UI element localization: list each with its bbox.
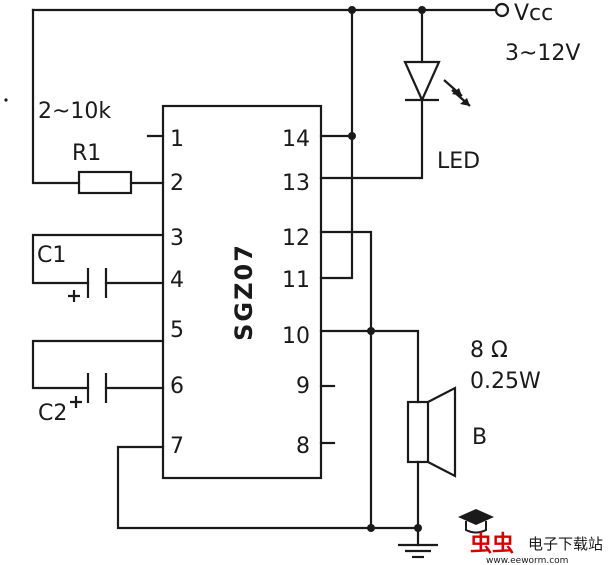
resistor-r1 xyxy=(77,170,133,195)
pin-number: 13 xyxy=(282,171,310,196)
vcc-terminal xyxy=(494,2,510,18)
vcc-range: 3~12V xyxy=(505,41,580,66)
junction-dot xyxy=(367,524,375,532)
watermark-site: 电子下载站 xyxy=(528,535,603,553)
capacitor-c2 xyxy=(70,373,108,408)
capacitor-c2-label: C2 xyxy=(38,401,67,426)
pin-number: 12 xyxy=(282,226,310,251)
pin-number: 1 xyxy=(170,127,184,152)
pin-number: 10 xyxy=(282,324,310,349)
stray-dot xyxy=(4,98,8,102)
pin-number: 4 xyxy=(170,268,184,293)
speaker-name: B xyxy=(472,425,487,450)
speaker-symbol xyxy=(406,386,457,478)
pin-number: 11 xyxy=(282,268,310,293)
watermark-brand: 虫虫 xyxy=(470,531,514,557)
resistor-value: 2~10k xyxy=(38,99,111,124)
graduation-cap-icon xyxy=(458,509,494,525)
wire-vcc-pin14 xyxy=(319,8,354,280)
junction-dot xyxy=(414,524,422,532)
ic-body xyxy=(161,104,323,480)
wire-c2-pin5 xyxy=(31,339,165,390)
pin-number: 3 xyxy=(170,226,184,251)
pin-number: 2 xyxy=(170,171,184,196)
wire-led-bottom xyxy=(319,98,424,180)
capacitor-c1 xyxy=(68,268,108,302)
pin-number: 7 xyxy=(170,434,184,459)
wire-r1-feedback xyxy=(31,8,81,185)
junction-dot xyxy=(418,6,426,14)
watermark-logo: 虫虫 电子下载站 www.eeworm.com xyxy=(458,509,603,565)
ground-symbol xyxy=(398,543,438,559)
speaker-power: 0.25W xyxy=(470,369,541,394)
wire-pin7-ground xyxy=(116,445,420,530)
junctions xyxy=(348,6,426,532)
pin-number: 5 xyxy=(170,318,184,343)
wire-c1-pin3 xyxy=(31,233,165,285)
junction-dot xyxy=(348,132,356,140)
led-label: LED xyxy=(437,149,480,174)
pin-number: 14 xyxy=(282,127,310,152)
speaker-impedance: 8 Ω xyxy=(470,338,508,363)
right-pin-numbers: 14 13 12 11 10 9 8 xyxy=(282,127,310,459)
pin-number: 6 xyxy=(170,374,184,399)
watermark-url: www.eeworm.com xyxy=(486,556,568,565)
wire-pin12-ground xyxy=(319,230,373,530)
left-pin-numbers: 1 2 3 4 5 6 7 xyxy=(170,127,184,459)
pin-number: 9 xyxy=(296,374,310,399)
junction-dot xyxy=(348,6,356,14)
wire-pin10-speaker xyxy=(319,329,420,404)
led-symbol xyxy=(403,60,471,107)
capacitor-c1-label: C1 xyxy=(37,243,66,268)
ic-label: SGZ07 xyxy=(230,243,258,341)
vcc-label: Vcc xyxy=(514,1,553,26)
resistor-name: R1 xyxy=(72,141,101,166)
junction-dot xyxy=(367,327,375,335)
pin-number: 8 xyxy=(296,434,310,459)
